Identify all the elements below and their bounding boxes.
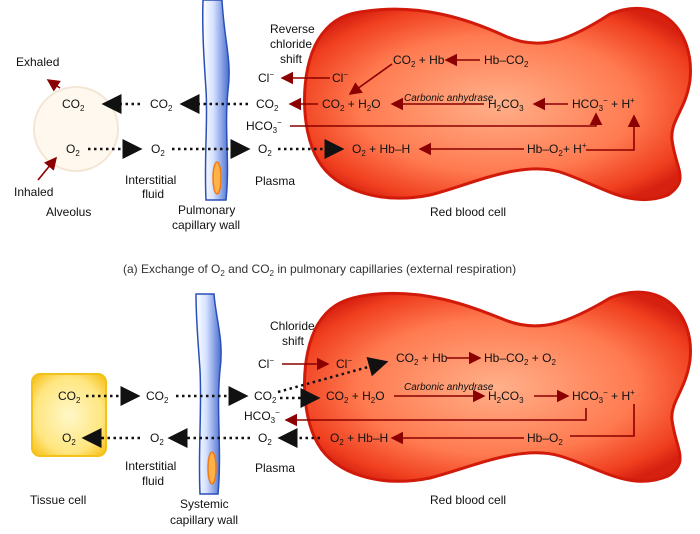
plasma-label: Plasma: [255, 174, 295, 188]
plasma-b-label: Plasma: [255, 461, 295, 475]
exhaled-label: Exhaled: [16, 55, 59, 69]
wall-b-label-1: Systemic: [180, 497, 229, 511]
wall-label-2: capillary wall: [172, 218, 240, 232]
chloride-label-2: shift: [282, 334, 305, 348]
reverse-shift-label-1: Reverse: [270, 22, 315, 36]
rbcb-co2-hb: CO2 + Hb: [396, 351, 448, 367]
rbcb-hb-co2-o2: Hb–CO2 + O2: [484, 351, 556, 367]
rbcb-o2-hbh: O2 + Hb–H: [330, 431, 388, 447]
pl-cl: Cl−: [258, 70, 274, 85]
vessel-rbc-a: [212, 161, 222, 195]
systemic-capillary-wall: [195, 293, 222, 495]
plb-o2: O2: [258, 431, 272, 447]
interstitial-b-label-1: Interstitial: [125, 459, 176, 473]
inhaled-label: Inhaled: [14, 185, 53, 199]
pl-o2: O2: [258, 142, 272, 158]
rbcb-hco3-h: HCO3− + H+: [572, 388, 635, 405]
rbc-h2co3: H2CO3: [488, 97, 524, 113]
reverse-shift-label-3: shift: [280, 52, 303, 66]
rbc-hb-co2: Hb–CO2: [484, 53, 529, 69]
panel-b: Chloride shift Tissue cell Interstitial …: [30, 290, 692, 527]
rbc-hco3-h: HCO3− + H+: [572, 96, 635, 113]
rbc-co2-hb: CO2 + Hb: [393, 53, 445, 69]
pl-hco3: HCO3−: [246, 118, 282, 135]
reaction-arrows-a: [37, 53, 641, 181]
rbc-hbo2-h: Hb–O2+ H+: [527, 141, 587, 158]
diffusion-arrows-b: [81, 357, 389, 448]
enzyme-label: Carbonic anhydrase: [404, 93, 494, 104]
reaction-arrows-b: [282, 351, 635, 445]
panel-a: Exhaled Inhaled Alveolus Reverse chlorid…: [14, 0, 692, 232]
reverse-shift-label-2: chloride: [270, 37, 312, 51]
wall-b-label-2: capillary wall: [170, 513, 238, 527]
plb-co2: CO2: [254, 389, 277, 405]
vessel-rbc-b: [207, 451, 217, 485]
if-co2: CO2: [150, 97, 173, 113]
red-blood-cell-b: [303, 290, 692, 483]
tissue-cell-label: Tissue cell: [30, 493, 86, 507]
wall-label-1: Pulmonary: [178, 203, 235, 217]
ifb-o2: O2: [150, 431, 164, 447]
ifb-co2: CO2: [146, 389, 169, 405]
rbcb-co2-h2o: CO2 + H2O: [326, 389, 385, 405]
alveolus-label: Alveolus: [46, 205, 91, 219]
rbcb-hbo2: Hb–O2: [527, 431, 563, 447]
alv-co2: CO2: [62, 97, 85, 113]
rbc-label: Red blood cell: [430, 205, 506, 219]
rbc-co2-h2o: CO2 + H2O: [322, 97, 381, 113]
rbc-b-label: Red blood cell: [430, 493, 506, 507]
if-o2: O2: [151, 142, 165, 158]
rbcb-h2co3: H2CO3: [488, 389, 524, 405]
pl-co2: CO2: [256, 97, 279, 113]
plb-hco3: HCO3−: [244, 408, 280, 425]
enzyme-b-label: Carbonic anhydrase: [404, 382, 494, 393]
alveolus-circle: [33, 86, 119, 172]
diffusion-arrows-a: [88, 94, 345, 159]
tc-co2: CO2: [58, 389, 81, 405]
chloride-label-1: Chloride: [270, 319, 315, 333]
interstitial-label-2: fluid: [142, 187, 164, 201]
interstitial-label-1: Interstitial: [125, 173, 176, 187]
caption-a: (a) Exchange of O2 and CO2 in pulmonary …: [123, 262, 516, 278]
rbc-o2-hbh: O2 + Hb–H: [352, 142, 410, 158]
red-blood-cell-a: [303, 7, 692, 202]
plb-cl: Cl−: [258, 356, 274, 371]
interstitial-b-label-2: fluid: [142, 474, 164, 488]
